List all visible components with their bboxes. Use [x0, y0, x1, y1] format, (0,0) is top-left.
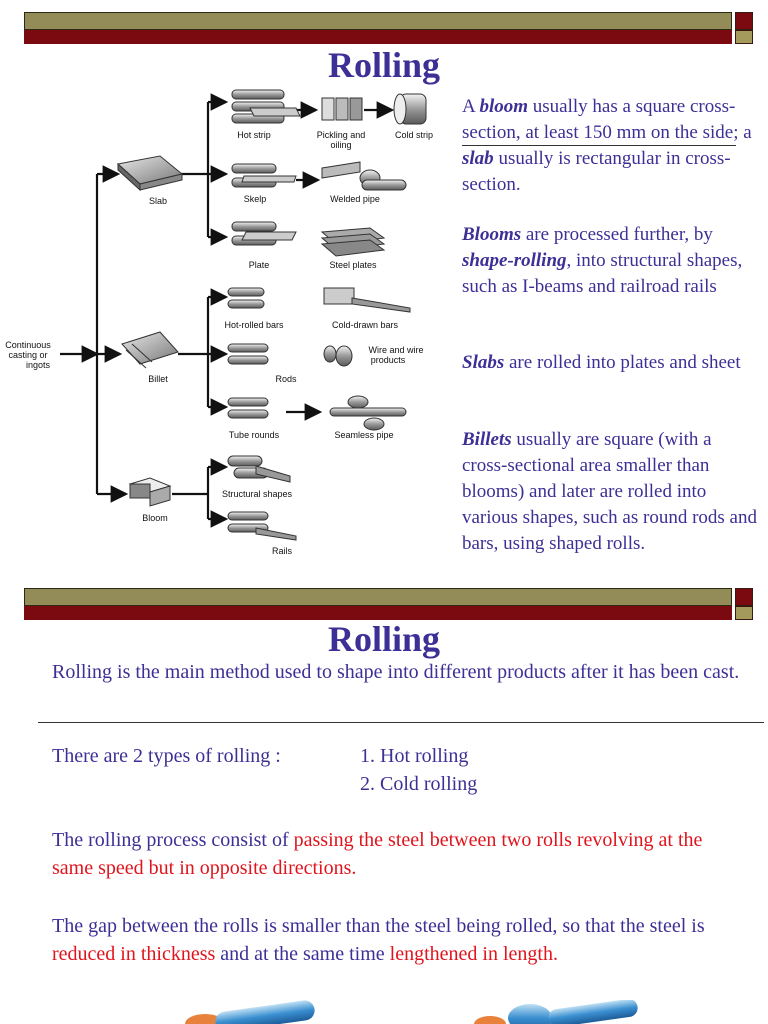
label-rods: Rods: [275, 374, 297, 384]
roll-stand-rails: [227, 511, 297, 541]
roll-stand-tube-rounds: [227, 397, 269, 419]
gap-paragraph: The gap between the rolls is smaller tha…: [52, 915, 705, 965]
header-band-olive: [24, 12, 732, 30]
roll-stand-hot-rolled-bars: [227, 287, 265, 309]
label-wire-1: Wire and wire: [368, 345, 423, 355]
process-paragraph: The rolling process consist of passing t…: [52, 829, 703, 879]
header-band-red: [24, 30, 732, 44]
header-band-olive-2: [24, 588, 732, 606]
intro-paragraph: Rolling is the main method used to shape…: [52, 661, 740, 683]
roll-stand-rods: [227, 343, 269, 365]
label-source-2: casting or: [8, 350, 47, 360]
types-label: There are 2 types of rolling :: [52, 745, 281, 767]
welded-pipe-illustration: [321, 161, 407, 191]
roll-stand-skelp: [231, 163, 297, 188]
label-tube-rounds: Tube rounds: [229, 430, 280, 440]
rolling-mill-illustration: [185, 1000, 638, 1024]
roll-stand-plate: [231, 221, 297, 246]
slab-illustration: [116, 155, 184, 192]
slide-2: Rolling Rolling is the main method used …: [0, 580, 768, 1024]
label-steel-plates: Steel plates: [329, 260, 377, 270]
slide-title-2: Rolling: [327, 619, 441, 659]
label-rails: Rails: [272, 546, 293, 556]
label-pickling-2: oiling: [330, 140, 351, 150]
seamless-pipe-illustration: [329, 395, 407, 431]
header-band-red-2: [24, 606, 732, 620]
type-hot-rolling: 1. Hot rolling: [360, 745, 469, 767]
label-cold-drawn-bars: Cold-drawn bars: [332, 320, 399, 330]
slide-title: Rolling: [327, 45, 441, 85]
flow-lines: [60, 93, 395, 528]
billets-paragraph: Billets usually are square (with a cross…: [462, 429, 757, 554]
corner-square-olive: [735, 30, 753, 44]
label-structural-shapes: Structural shapes: [222, 489, 293, 499]
corner-square-olive-2: [735, 606, 753, 620]
label-billet: Billet: [148, 374, 168, 384]
label-hot-strip: Hot strip: [237, 130, 271, 140]
label-hot-rolled-bars: Hot-rolled bars: [224, 320, 284, 330]
paragraph-underline: [462, 145, 736, 146]
steel-plates-stack: [320, 227, 386, 257]
label-source-1: Continuous: [5, 340, 51, 350]
wire-coil: [323, 345, 353, 367]
label-slab: Slab: [149, 196, 167, 206]
type-cold-rolling: 2. Cold rolling: [360, 773, 478, 795]
label-source-3: ingots: [26, 360, 51, 370]
section-divider: [38, 722, 764, 723]
bloom-slab-paragraph: A bloom usually has a square cross-secti…: [462, 96, 752, 195]
label-skelp: Skelp: [244, 194, 267, 204]
cold-strip-coil: [393, 93, 427, 125]
bloom-illustration: [128, 477, 172, 507]
blooms-paragraph: Blooms are processed further, by shape-r…: [462, 224, 743, 297]
roll-stand-hot-strip: [231, 89, 301, 124]
billet-illustration: [121, 331, 179, 369]
label-wire-2: products: [371, 355, 406, 365]
label-bloom: Bloom: [142, 513, 168, 523]
pickling-tanks: [321, 97, 363, 121]
roll-stand-structural: [227, 455, 291, 483]
label-plate: Plate: [249, 260, 270, 270]
slide-1: Rolling: [5, 12, 757, 556]
rolling-flow-diagram: Continuous casting or ingots Slab Billet…: [5, 89, 433, 556]
cold-drawn-bars-illustration: [323, 287, 411, 313]
label-welded-pipe: Welded pipe: [330, 194, 380, 204]
label-cold-strip: Cold strip: [395, 130, 433, 140]
corner-square-dark-2: [735, 588, 753, 606]
slabs-paragraph: Slabs are rolled into plates and sheet: [462, 352, 741, 373]
corner-square-dark: [735, 12, 753, 30]
label-pickling-1: Pickling and: [317, 130, 366, 140]
label-seamless-pipe: Seamless pipe: [334, 430, 393, 440]
